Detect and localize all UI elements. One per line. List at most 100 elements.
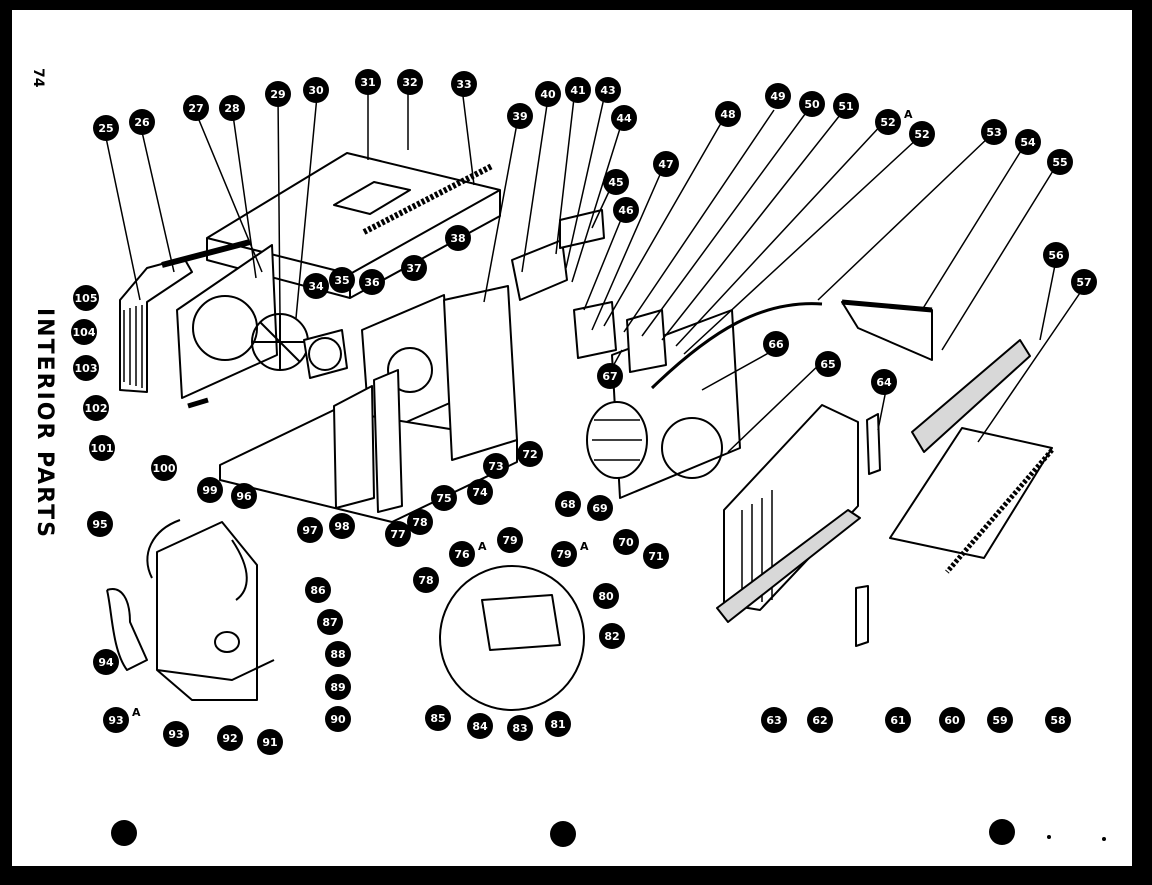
callout-number: 56 xyxy=(1048,249,1064,262)
callout-number: 51 xyxy=(838,100,853,113)
callout-68: 68 xyxy=(555,491,581,517)
callout-82b: 82 xyxy=(599,623,625,649)
callout-102: 102 xyxy=(83,395,109,421)
punch-hole-left xyxy=(111,820,137,846)
callout-61: 61 xyxy=(885,707,911,733)
callout-number: 78 xyxy=(418,574,433,587)
callout-bubble xyxy=(715,101,741,127)
callout-94: 94 xyxy=(93,649,119,675)
callout-number: 65 xyxy=(820,358,835,371)
callout-number: 27 xyxy=(188,102,203,115)
callout-number: 84 xyxy=(472,720,488,733)
callout-number: 25 xyxy=(98,122,113,135)
callout-bubble xyxy=(483,453,509,479)
callout-72: 72 xyxy=(517,441,543,467)
punch-hole-right xyxy=(989,819,1015,845)
callout-bubble xyxy=(885,707,911,733)
callout-number: 90 xyxy=(330,713,346,726)
callout-36: 36 xyxy=(359,269,385,295)
callout-67: 67 xyxy=(597,363,623,389)
callout-bubble xyxy=(1047,149,1073,175)
callout-number: 76 xyxy=(454,548,470,561)
callout-89: 89 xyxy=(325,674,351,700)
callout-bubble xyxy=(129,109,155,135)
callout-number: 86 xyxy=(310,584,326,597)
callout-bubble xyxy=(807,707,833,733)
control-panel xyxy=(889,427,1053,559)
callout-number: 103 xyxy=(75,362,98,375)
callout-bubble xyxy=(1045,707,1071,733)
callout-65: 65 xyxy=(815,351,841,377)
callout-bubble xyxy=(599,623,625,649)
callout-bubble xyxy=(555,491,581,517)
callout-bubble xyxy=(329,267,355,293)
callout-bubble xyxy=(73,355,99,381)
callout-83b: 83 xyxy=(507,715,533,741)
callout-bubble xyxy=(297,517,323,543)
callout-bubble xyxy=(449,541,475,567)
callout-bubble xyxy=(765,83,791,109)
callout-number: 95 xyxy=(92,518,107,531)
callout-bubble xyxy=(1071,269,1097,295)
callout-bubble xyxy=(89,435,115,461)
callout-bubble xyxy=(507,715,533,741)
drain-tray xyxy=(716,509,861,623)
callout-84: 84 xyxy=(467,713,493,739)
callout-78a: 78 xyxy=(413,567,439,593)
callout-bubble xyxy=(517,441,543,467)
callout-93a: 93A xyxy=(103,706,141,733)
callout-number: 33 xyxy=(456,78,471,91)
callout-bubble xyxy=(183,95,209,121)
callout-bubble xyxy=(595,77,621,103)
callout-number: 30 xyxy=(308,84,324,97)
callout-bubble xyxy=(257,729,283,755)
callout-28: 28 xyxy=(219,95,245,121)
callout-bubble xyxy=(325,641,351,667)
callout-56: 56 xyxy=(1043,242,1069,268)
detail-view-circle xyxy=(439,565,585,711)
callout-number: 69 xyxy=(592,502,607,515)
callout-33: 33 xyxy=(451,71,477,97)
capacitor-bracket xyxy=(511,239,568,301)
callout-number: 78 xyxy=(412,516,427,529)
callout-86: 86 xyxy=(305,577,331,603)
callout-bubble xyxy=(987,707,1013,733)
callout-bubble xyxy=(71,319,97,345)
callout-103: 103 xyxy=(73,355,99,381)
callout-bubble xyxy=(317,609,343,635)
bulkhead xyxy=(443,285,518,461)
callout-71: 71 xyxy=(643,543,669,569)
callout-number: 35 xyxy=(334,274,349,287)
callout-number: 64 xyxy=(876,376,892,389)
callout-bubble xyxy=(83,395,109,421)
callout-number: 55 xyxy=(1052,156,1067,169)
callout-number: 89 xyxy=(330,681,345,694)
callout-number: 74 xyxy=(472,486,488,499)
callout-47: 47 xyxy=(653,151,679,177)
callout-26: 26 xyxy=(129,109,155,135)
callout-37: 37 xyxy=(401,255,427,281)
callout-bubble xyxy=(545,711,571,737)
power-cord xyxy=(650,302,823,390)
callout-bubble xyxy=(163,721,189,747)
callout-bubble xyxy=(597,363,623,389)
callout-bubble xyxy=(611,105,637,131)
callout-number: 100 xyxy=(153,462,176,475)
callout-number: 54 xyxy=(1020,136,1036,149)
callout-bubble xyxy=(93,649,119,675)
callout-bubble xyxy=(303,77,329,103)
callout-79: 79 xyxy=(497,527,523,553)
callout-80: 80 xyxy=(593,583,619,609)
callout-50: 50 xyxy=(799,91,825,117)
callout-91: 91 xyxy=(257,729,283,755)
callout-bubble xyxy=(535,81,561,107)
callout-40: 40 xyxy=(535,81,561,107)
punch-hole-center xyxy=(550,821,576,847)
callout-bubble xyxy=(329,513,355,539)
callout-number: 58 xyxy=(1050,714,1065,727)
exploded-parts-drawing: 74 INTERIOR PARTS xyxy=(30,68,1106,847)
callout-number: 96 xyxy=(236,490,252,503)
callout-bubble xyxy=(939,707,965,733)
callout-90: 90 xyxy=(325,706,351,732)
